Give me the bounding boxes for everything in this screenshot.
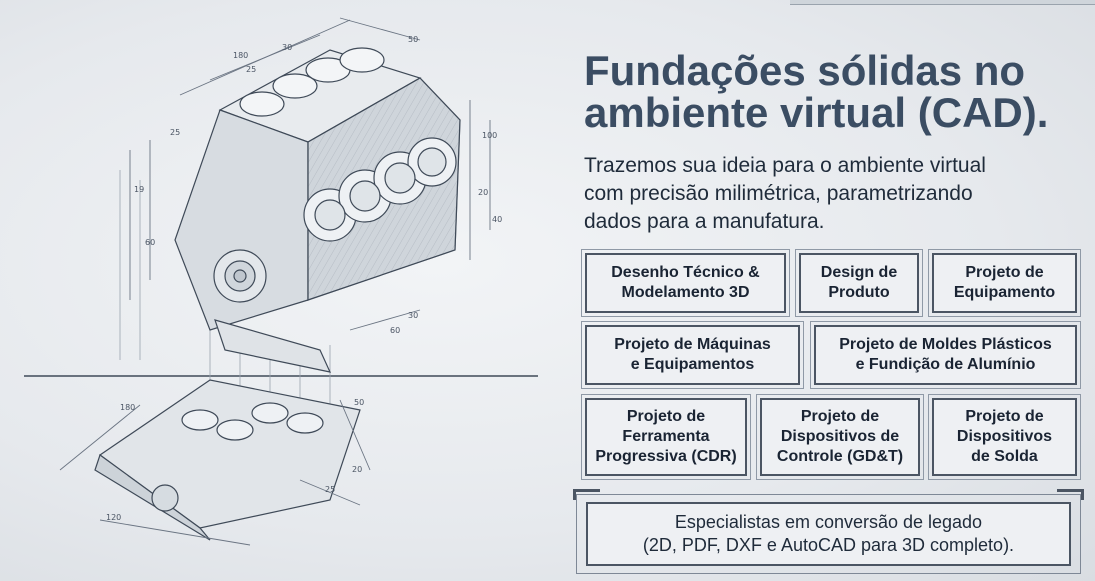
dimension-label: 25 [170, 128, 180, 137]
service-card-maquinas-equipamentos: Projeto de Máquinas e Equipamentos [581, 321, 804, 389]
service-card-ferramenta-progressiva: Projeto de Ferramenta Progressiva (CDR) [581, 394, 751, 480]
engine-block-blueprint-icon: 180 30 25 50 100 20 40 19 60 25 60 30 50… [24, 17, 538, 546]
dimension-label: 180 [233, 51, 248, 60]
service-card-moldes-fundicao: Projeto de Moldes Plásticos e Fundição d… [810, 321, 1081, 389]
page-subtitle: Trazemos sua ideia para o ambiente virtu… [584, 154, 986, 233]
dimension-label: 50 [354, 398, 364, 407]
dimension-label: 30 [408, 311, 418, 320]
footer-frame [573, 489, 1084, 574]
service-card-desenho-tecnico: Desenho Técnico & Modelamento 3D [581, 249, 790, 317]
dimension-label: 19 [134, 185, 144, 194]
dimension-label: 120 [106, 513, 121, 522]
dimension-label: 60 [390, 326, 400, 335]
dimension-label: 20 [478, 188, 488, 197]
service-card-dispositivos-controle: Projeto de Dispositivos de Controle (GD&… [756, 394, 924, 480]
service-card-design-produto: Design de Produto [795, 249, 923, 317]
dimension-label: 180 [120, 403, 135, 412]
dimension-label: 60 [145, 238, 155, 247]
dimension-label: 30 [282, 43, 292, 52]
service-card-projeto-equipamento: Projeto de Equipamento [928, 249, 1081, 317]
dimension-label: 50 [408, 35, 418, 44]
legacy-conversion-note: Especialistas em conversão de legado (2D… [586, 502, 1071, 566]
service-card-dispositivos-solda: Projeto de Dispositivos de Solda [928, 394, 1081, 480]
top-edge-tab [790, 0, 1095, 5]
dimension-label: 25 [325, 485, 335, 494]
dimension-label: 40 [492, 215, 502, 224]
dimension-label: 20 [352, 465, 362, 474]
dimension-label: 25 [246, 65, 256, 74]
page-title: Fundações sólidas no ambiente virtual (C… [584, 47, 1049, 136]
dimension-label: 100 [482, 131, 497, 140]
